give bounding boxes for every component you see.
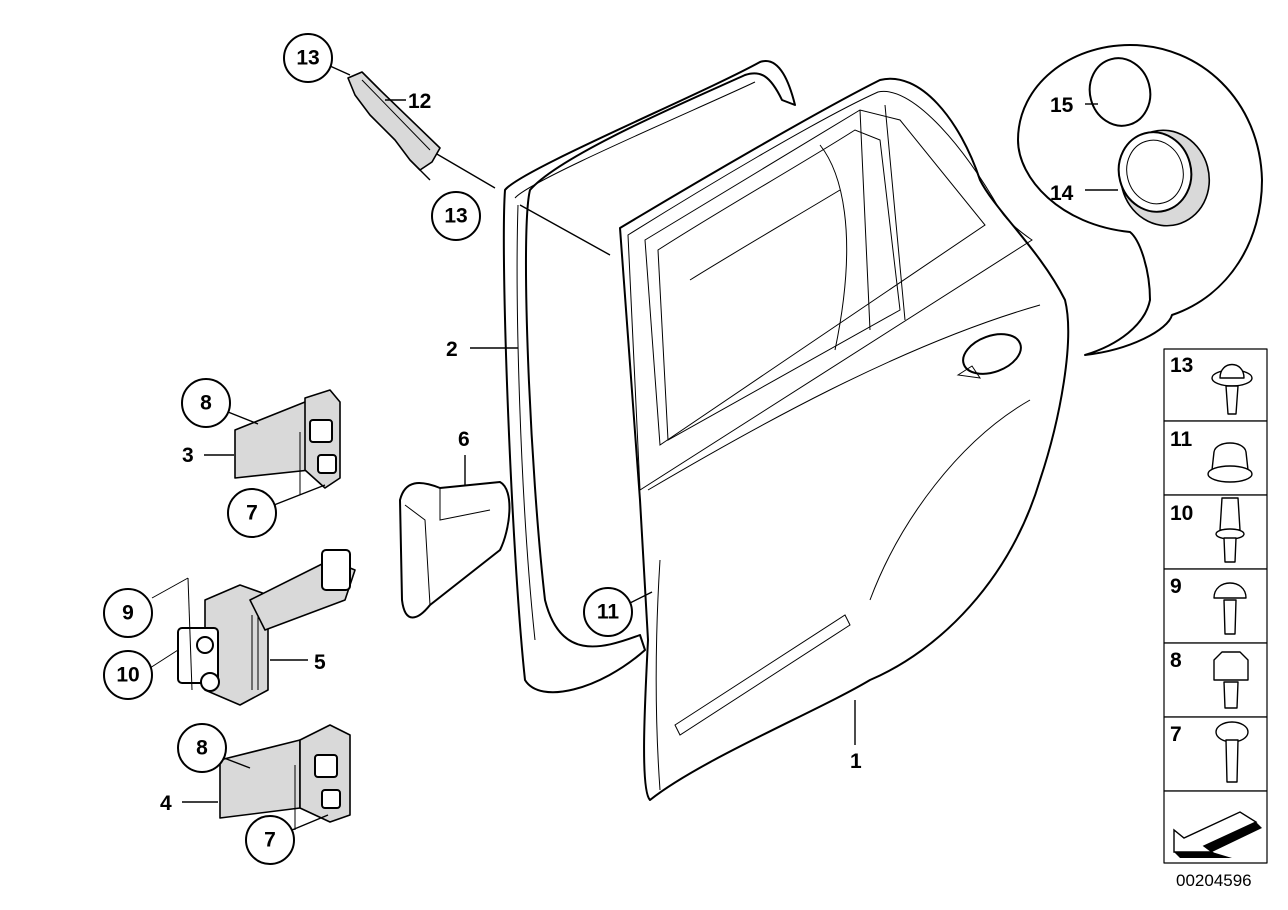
callout-8-bottom[interactable]: 8 (177, 723, 227, 773)
legend-item-8[interactable]: 8 (1163, 642, 1268, 718)
label-12: 12 (408, 90, 431, 113)
svg-text:8: 8 (1170, 649, 1182, 672)
callout-7-bottom[interactable]: 7 (245, 815, 295, 865)
svg-text:10: 10 (116, 664, 139, 687)
callout-8-top[interactable]: 8 (181, 378, 231, 428)
round-head-screw-icon (1213, 582, 1247, 635)
callout-10[interactable]: 10 (103, 650, 153, 700)
torx-stud-bolt-icon (1215, 497, 1245, 563)
label-14: 14 (1050, 182, 1074, 205)
legend-item-11[interactable]: 11 (1163, 420, 1268, 496)
plug-cap-14-icon (1117, 129, 1211, 227)
legend-item-10[interactable]: 10 (1163, 494, 1268, 570)
svg-text:13: 13 (296, 47, 319, 70)
plug-detail-inset (1017, 44, 1263, 356)
plug-cap-15-icon (1088, 57, 1152, 127)
label-6: 6 (458, 428, 470, 451)
svg-text:13: 13 (444, 205, 467, 228)
svg-text:9: 9 (1170, 575, 1182, 598)
door-cover-part[interactable] (399, 481, 511, 619)
diagram-id: 00204596 (1176, 871, 1252, 890)
svg-text:11: 11 (597, 601, 620, 624)
label-2: 2 (446, 338, 458, 361)
svg-text:8: 8 (200, 392, 212, 415)
callout-13-bottom[interactable]: 13 (431, 191, 481, 241)
svg-text:7: 7 (264, 829, 276, 852)
callout-7-top[interactable]: 7 (227, 488, 277, 538)
label-3: 3 (182, 444, 194, 467)
back-arrow-button[interactable] (1163, 790, 1268, 864)
svg-text:11: 11 (1170, 428, 1193, 451)
svg-text:7: 7 (1170, 723, 1182, 746)
label-15: 15 (1050, 94, 1074, 117)
svg-text:13: 13 (1170, 354, 1193, 377)
svg-text:8: 8 (196, 737, 208, 760)
rear-door-part[interactable] (619, 77, 1070, 801)
callout-11[interactable]: 11 (583, 587, 633, 637)
lower-hinge-part[interactable] (219, 724, 351, 823)
callout-9[interactable]: 9 (103, 588, 153, 638)
legend-item-7[interactable]: 7 (1163, 716, 1268, 792)
screw-with-washer-icon (1211, 363, 1253, 415)
flat-head-screw-icon (1215, 721, 1249, 783)
label-4: 4 (160, 792, 172, 815)
legend-item-9[interactable]: 9 (1163, 568, 1268, 644)
mounting-bracket-part[interactable] (347, 71, 441, 171)
callout-13-top[interactable]: 13 (283, 33, 333, 83)
door-seal-part[interactable] (502, 59, 796, 694)
parts-legend: 13 11 10 9 (1163, 348, 1268, 864)
svg-text:10: 10 (1170, 502, 1193, 525)
svg-text:9: 9 (122, 602, 134, 625)
expanding-nut-icon (1207, 442, 1253, 483)
back-arrow-icon (1173, 811, 1262, 858)
hex-bolt-icon (1213, 651, 1249, 709)
label-5: 5 (314, 651, 326, 674)
legend-item-13[interactable]: 13 (1163, 348, 1268, 422)
svg-text:7: 7 (246, 502, 258, 525)
label-1: 1 (850, 750, 862, 773)
upper-hinge-part[interactable] (234, 389, 341, 489)
door-check-strap-part[interactable] (177, 549, 356, 706)
